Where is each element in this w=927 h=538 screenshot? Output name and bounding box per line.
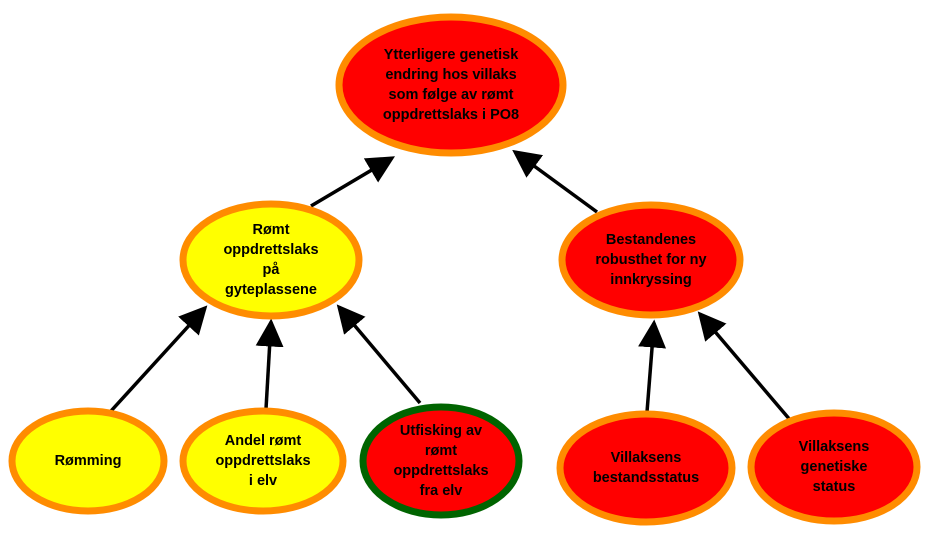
node-genetisk: Villaksens genetiske status (747, 409, 921, 525)
node-genetisk-label-line: status (813, 479, 856, 495)
node-utfisking-label-line: rømt (425, 443, 457, 459)
node-bestandsstatus: Villaksens bestandsstatus (556, 410, 736, 526)
node-root-ellipse (335, 13, 567, 157)
node-bestandsstatus-label-line: Villaksens (611, 450, 682, 466)
node-root-label-line: Ytterligere genetisk (384, 47, 520, 63)
node-andel: Andel rømt oppdrettslaks i elv (179, 407, 347, 515)
node-robusthet-ellipse (558, 201, 744, 319)
nodes: Ytterligere genetisk endring hos villaks s… (8, 13, 921, 526)
node-root: Ytterligere genetisk endring hos villaks s… (335, 13, 567, 157)
node-romming-label-line: Rømming (55, 453, 122, 469)
node-andel-label-line: i elv (249, 473, 277, 489)
node-utfisking-label-line: fra elv (420, 483, 463, 499)
edge-bestandsstatus-to-robusthet (638, 319, 667, 413)
node-genetisk-label-line: genetiske (801, 459, 868, 475)
node-root-label-line: som følge av rømt (389, 87, 514, 103)
node-romt-gyte-label-line: på (263, 262, 281, 278)
node-genetisk-ellipse (747, 409, 921, 525)
node-andel-ellipse (179, 407, 347, 515)
node-utfisking-label-line: Utfisking av (400, 423, 482, 439)
node-romt-gyte: Rømt oppdrettslaks på gyteplassene (179, 200, 363, 320)
node-bestandsstatus-ellipse (556, 410, 736, 526)
node-utfisking: Utfisking av rømt oppdrettslaks fra elv (359, 403, 523, 519)
node-romt-gyte-label-line: oppdrettslaks (223, 242, 318, 258)
node-root-label-line: endring hos villaks (385, 67, 516, 83)
node-bestandsstatus-label-line: bestandsstatus (593, 470, 699, 486)
node-robusthet-label-line: innkryssing (610, 272, 691, 288)
edge-utfisking-to-romt-gyte (336, 304, 422, 405)
edges (109, 149, 793, 423)
edge-robusthet-to-root (512, 149, 599, 214)
node-andel-label-line: Andel rømt (225, 433, 302, 449)
node-romt-gyte-label-line: gyteplassene (225, 282, 317, 298)
edge-romt-gyte-to-root (310, 156, 396, 208)
edge-andel-to-romt-gyte (255, 318, 284, 410)
edge-genetisk-to-robusthet (697, 311, 793, 423)
node-utfisking-label-line: oppdrettslaks (393, 463, 488, 479)
node-romming-ellipse (8, 407, 168, 515)
node-robusthet-label-line: Bestandenes (606, 232, 696, 248)
node-genetisk-label-line: Villaksens (799, 439, 870, 455)
node-root-label-line: oppdrettslaks i PO8 (383, 107, 519, 123)
node-utfisking-ellipse (359, 403, 523, 519)
node-romt-gyte-label-line: Rømt (252, 222, 289, 238)
node-romming: Rømming (8, 407, 168, 515)
node-robusthet: Bestandenes robusthet for ny innkryssing (558, 201, 744, 319)
edge-romming-to-romt-gyte (109, 305, 208, 413)
node-romt-gyte-ellipse (179, 200, 363, 320)
node-robusthet-label-line: robusthet for ny (595, 252, 706, 268)
node-andel-label-line: oppdrettslaks (215, 453, 310, 469)
